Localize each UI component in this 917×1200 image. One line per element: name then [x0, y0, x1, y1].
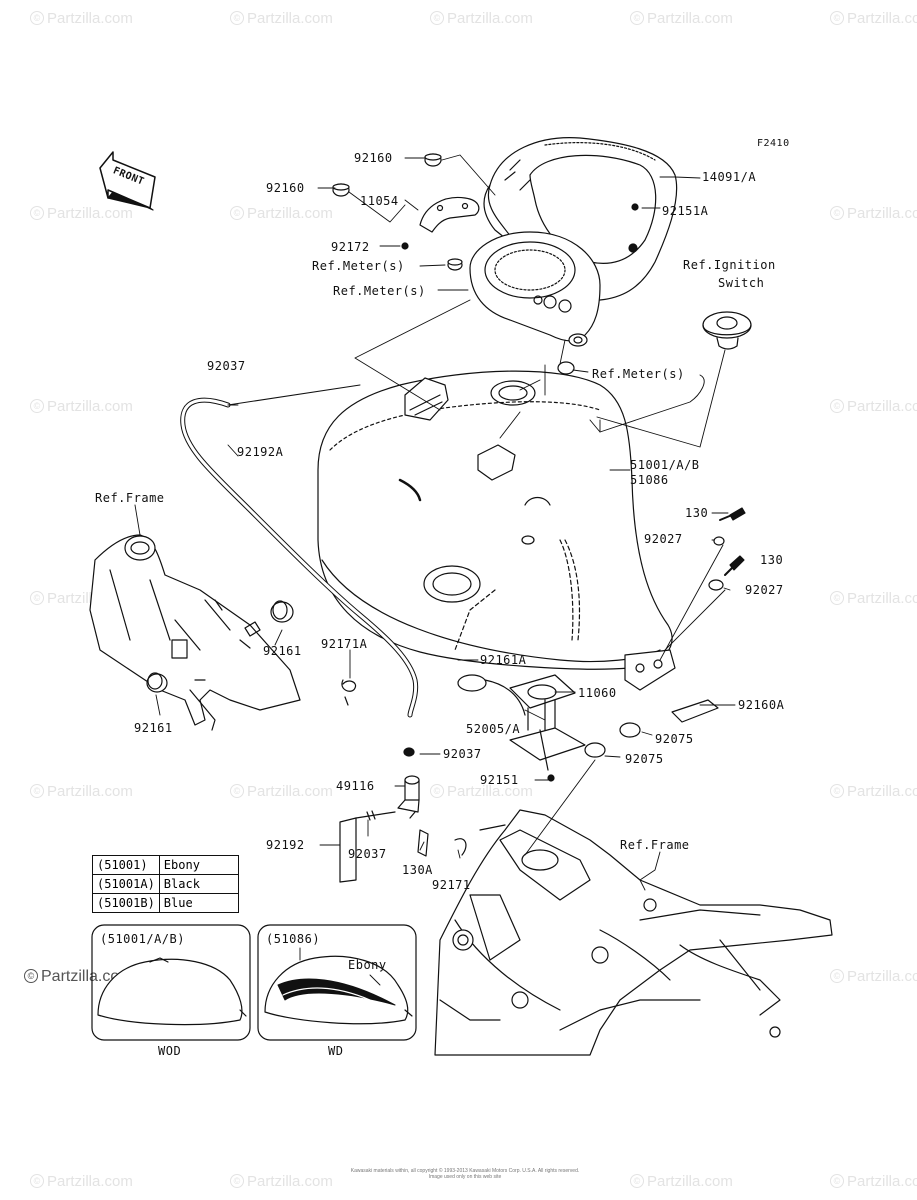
color-cell: Ebony [158, 855, 239, 875]
callout-14091A: 14091/A [702, 170, 757, 184]
variant-color-label: Ebony [348, 958, 387, 972]
callout-92171: 92171 [432, 878, 471, 892]
fuel-pump-part [457, 674, 586, 782]
copyright-notice: Kawasaki materials within, all copyright… [350, 1168, 580, 1180]
watermark: ©Partzilla.com [230, 783, 333, 800]
ref-ignition-label: Switch [718, 276, 765, 290]
callout-92151A: 92151A [662, 204, 709, 218]
watermark: ©Partzilla.com [630, 10, 733, 27]
color-cell: Black [158, 874, 239, 894]
watermark: ©Partzilla.com [24, 968, 133, 986]
callout-92160: 92160 [354, 151, 393, 165]
breather-hose-part [180, 384, 419, 718]
table-row: (51001A) Black [92, 874, 239, 894]
bracket-part [419, 196, 480, 233]
ref-frame-label: Ref.Frame [95, 491, 165, 505]
callout-92192A: 92192A [237, 445, 284, 459]
callout-49116: 49116 [336, 779, 375, 793]
color-cell: Blue [158, 893, 239, 913]
callout-92037: 92037 [348, 847, 387, 861]
callout-92027: 92027 [644, 532, 683, 546]
callout-92151: 92151 [480, 773, 519, 787]
callout-92161: 92161 [134, 721, 173, 735]
watermark: ©Partzilla.com [30, 10, 133, 27]
watermark: ©Partzilla.com [430, 783, 533, 800]
watermark: ©Partzilla.com [30, 783, 133, 800]
ref-ignition-label: Ref.Ignition [683, 258, 776, 272]
variant-caption-wd: WD [328, 1044, 344, 1058]
variant-title-wd: (51086) [266, 932, 321, 946]
callout-92161: 92161 [263, 644, 302, 658]
callout-92075: 92075 [655, 732, 694, 746]
variant-caption-wod: WOD [158, 1044, 182, 1058]
clamp-part [341, 679, 357, 692]
watermark: ©Partzilla.com [430, 10, 533, 27]
callout-92160: 92160 [266, 181, 305, 195]
callout-11060: 11060 [578, 686, 617, 700]
part-code-cell: (51001) [92, 855, 160, 875]
callout-130: 130 [760, 553, 784, 567]
callout-92037: 92037 [443, 747, 482, 761]
figure-code: F2410 [757, 138, 790, 149]
frame-part [89, 534, 301, 731]
ref-frame-label: Ref.Frame [620, 838, 690, 852]
meter-assembly-part [469, 231, 601, 347]
table-row: (51001) Ebony [92, 855, 239, 875]
fuel-valve-part [397, 775, 420, 819]
watermark: ©Partzilla.com [830, 783, 917, 800]
ignition-switch-part [702, 311, 752, 350]
watermark: ©Partzilla.com [630, 1173, 733, 1190]
bolt-part [584, 507, 746, 758]
variant-title-wod: (51001/A/B) [100, 932, 185, 946]
grommet-part [332, 153, 639, 271]
fuel-tank-part [317, 370, 676, 691]
table-row: (51001B) Blue [92, 893, 239, 913]
callout-11054: 11054 [360, 194, 399, 208]
callout-92027: 92027 [745, 583, 784, 597]
tank-variant-wod-part [97, 957, 247, 1026]
callout-92037: 92037 [207, 359, 246, 373]
callout-92172: 92172 [331, 240, 370, 254]
watermark: ©Partzilla.com [230, 205, 333, 222]
watermark: ©Partzilla.com [30, 1173, 133, 1190]
variant-box-wod [91, 924, 251, 1041]
callout-92192: 92192 [266, 838, 305, 852]
watermark: ©Partzilla.com [230, 1173, 333, 1190]
callout-130: 130 [685, 506, 709, 520]
callout-51001: 51001/A/B [630, 458, 700, 472]
callout-130A: 130A [402, 863, 433, 877]
watermark: ©Partzilla.com [830, 10, 917, 27]
callout-92075: 92075 [625, 752, 664, 766]
watermark: ©Partzilla.com [30, 205, 133, 222]
part-code-cell: (51001A) [92, 874, 160, 894]
callout-92161A: 92161A [480, 653, 527, 667]
watermark: ©Partzilla.com [830, 398, 917, 415]
ref-meter-label: Ref.Meter(s) [592, 367, 685, 381]
watermark: ©Partzilla.com [830, 205, 917, 222]
watermark: ©Partzilla.com [830, 968, 917, 985]
callout-52005A: 52005/A [466, 722, 521, 736]
variant-box-wd [257, 924, 417, 1041]
callout-92160A: 92160A [738, 698, 785, 712]
watermark: ©Partzilla.com [230, 10, 333, 27]
watermark: ©Partzilla.com [830, 1173, 917, 1190]
front-arrow-icon [99, 151, 156, 211]
color-code-table: (51001) Ebony (51001A) Black (51001B) Bl… [92, 855, 239, 913]
tank-variant-wd-part [264, 955, 413, 1025]
callout-92171A: 92171A [321, 637, 368, 651]
part-code-cell: (51001B) [92, 893, 160, 913]
watermark: ©Partzilla.com [30, 398, 133, 415]
ref-meter-label: Ref.Meter(s) [333, 284, 426, 298]
fuel-hose-part [339, 817, 357, 883]
ref-meter-label: Ref.Meter(s) [312, 259, 405, 273]
frame-part-right [434, 809, 833, 1056]
watermark: ©Partzilla.com [830, 590, 917, 607]
callout-51086: 51086 [630, 473, 669, 487]
